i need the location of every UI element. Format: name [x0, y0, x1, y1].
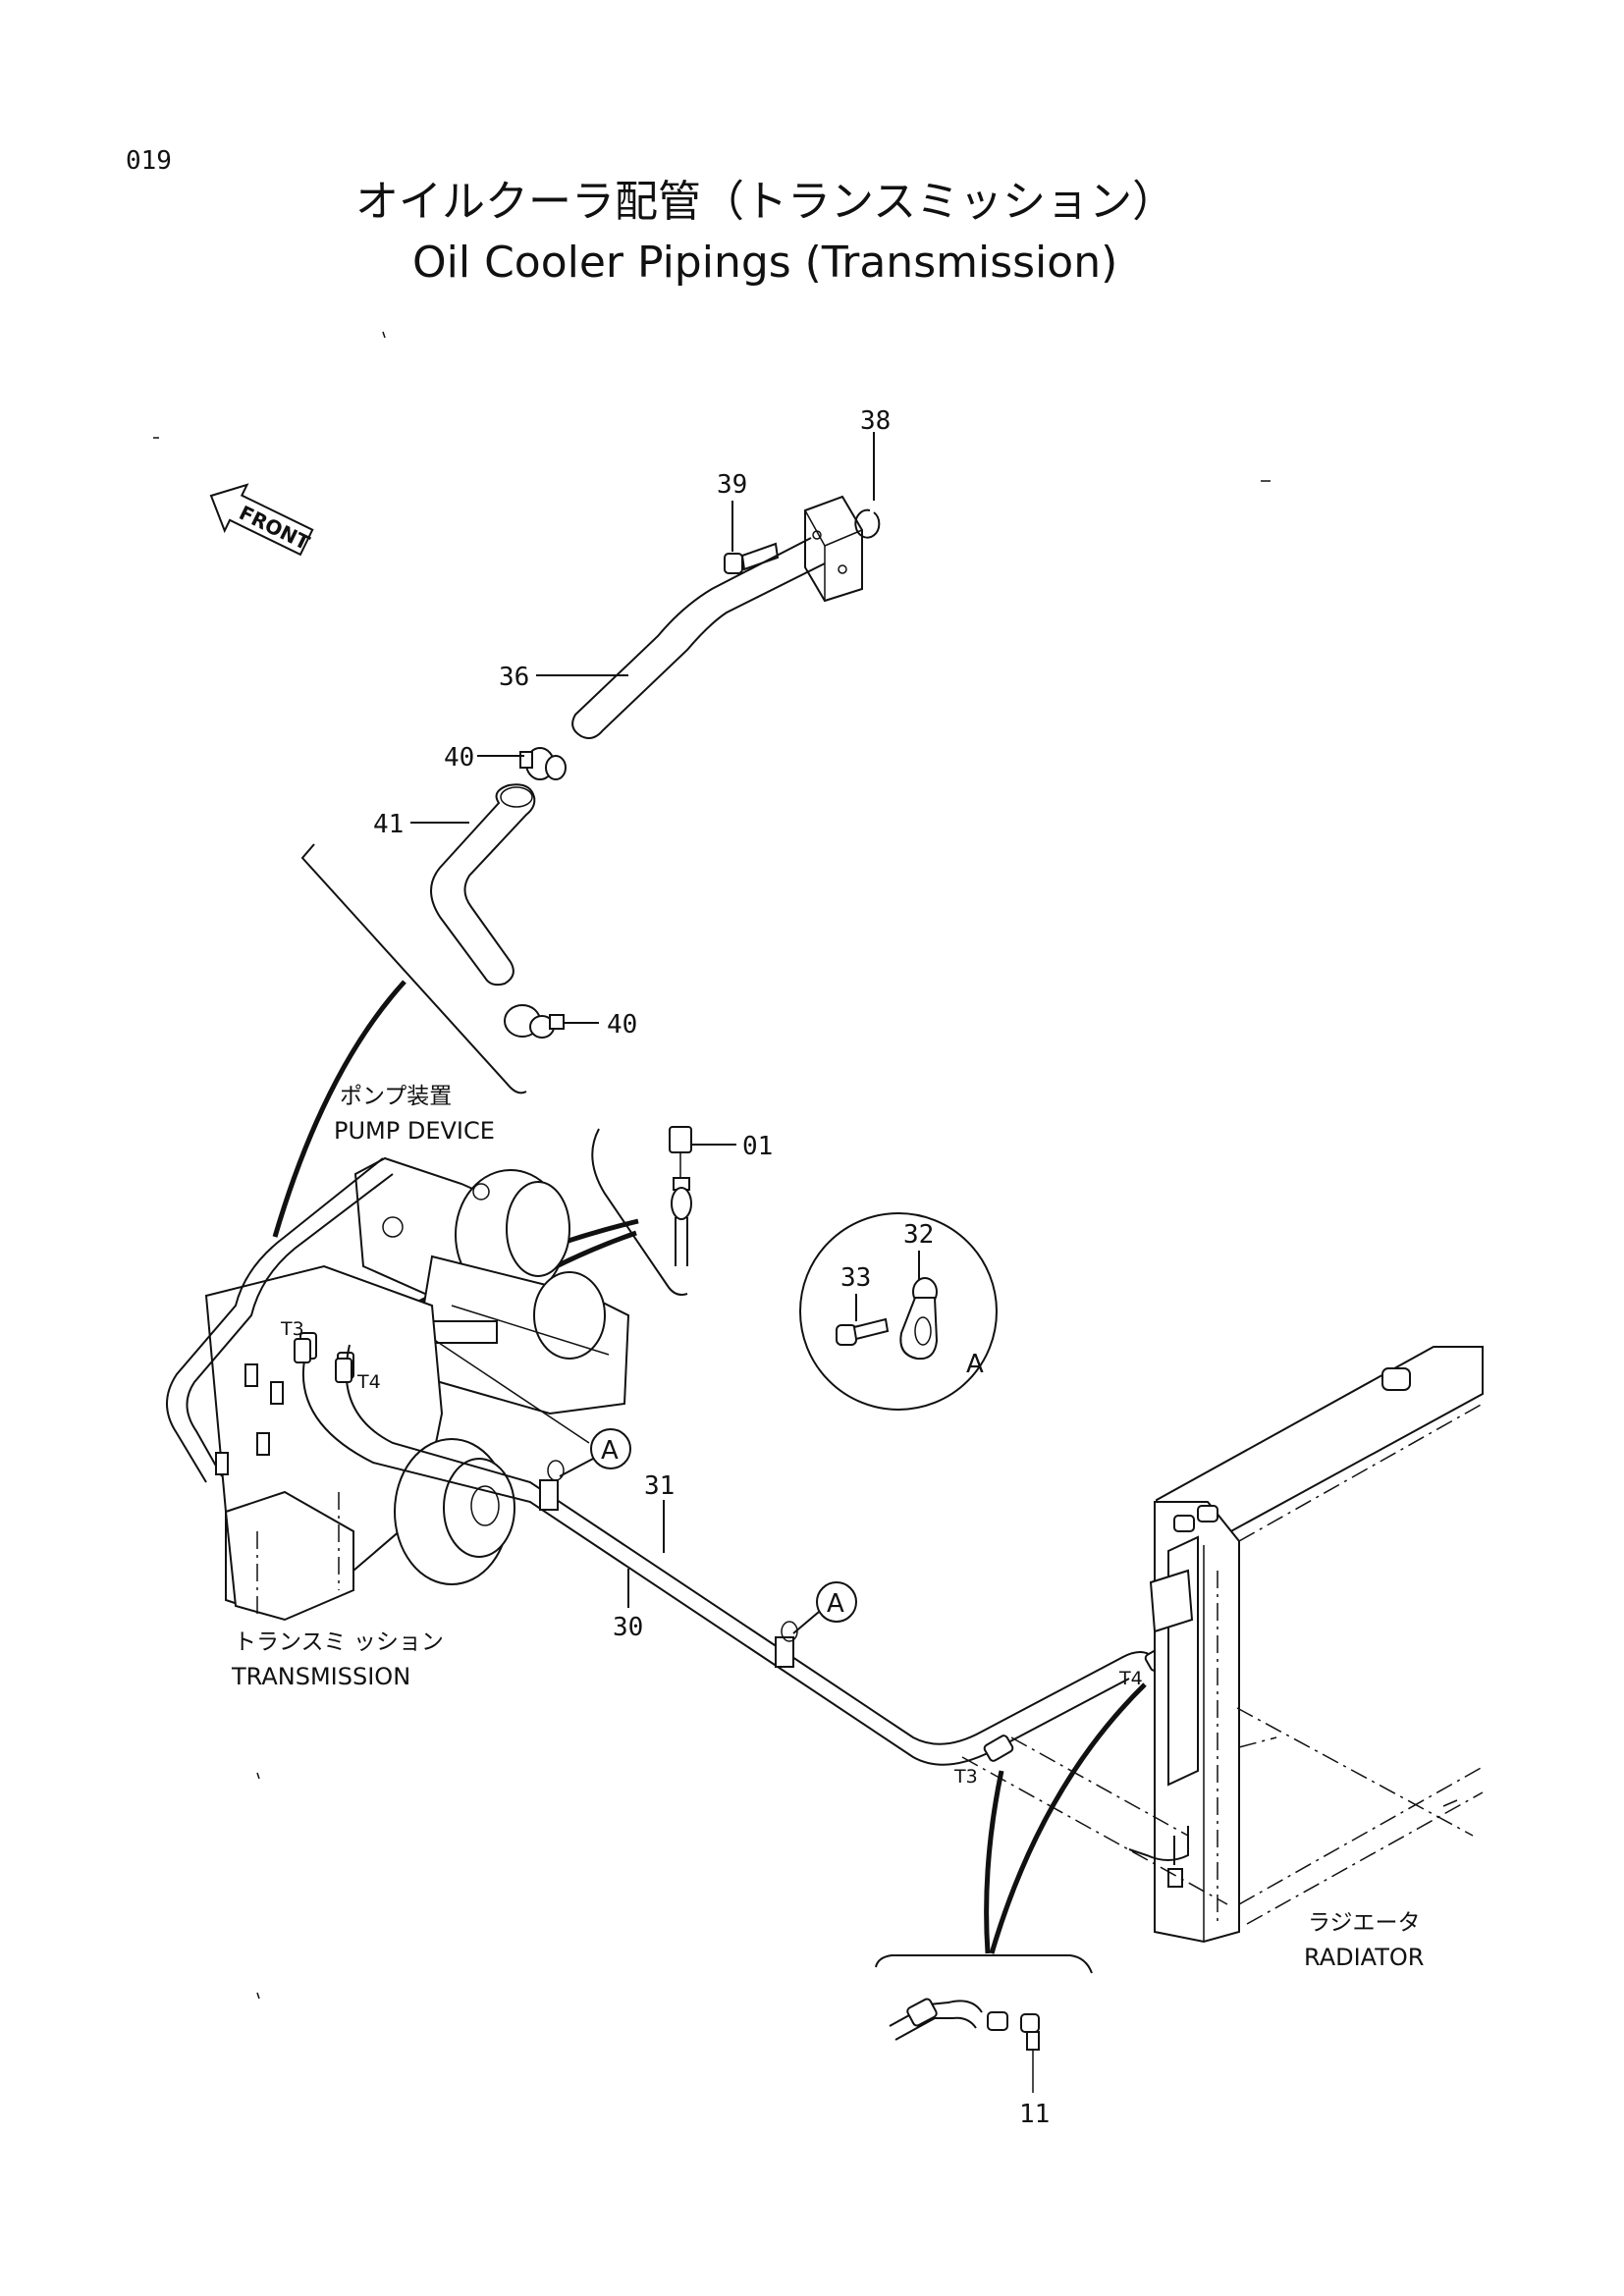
detail-marker-a: A	[559, 1428, 631, 1477]
page-number: 019	[126, 146, 172, 176]
transmission-label-en: TRANSMISSION	[231, 1663, 410, 1690]
pump-transmission-assembly	[166, 980, 639, 1622]
callout-41: 41	[373, 810, 404, 839]
callout-40-upper: 40	[444, 743, 474, 773]
hose-clamp-icon	[519, 747, 567, 780]
radiator-label-ja: ラジエータ	[1308, 1910, 1421, 1936]
upper-pipe-assembly	[300, 495, 881, 1095]
line-clamp-icon	[775, 1621, 798, 1668]
detail-marker-a: A	[792, 1581, 857, 1634]
cooler-lines	[294, 1338, 1175, 1766]
o-ring-icon	[854, 508, 881, 539]
hose-clamp-icon	[504, 1004, 565, 1039]
transmission-body	[204, 1264, 515, 1622]
callout-01: 01	[742, 1132, 773, 1161]
title-english: Oil Cooler Pipings (Transmission)	[412, 238, 1117, 288]
callout-39: 39	[717, 470, 747, 500]
t3-fitting	[983, 1735, 1014, 1762]
fitting-detail-01	[591, 1126, 692, 1296]
line-30	[301, 1360, 1130, 1766]
bolt-icon	[724, 542, 780, 574]
line-clamp-icon	[539, 1460, 565, 1511]
callout-11: 11	[1019, 2100, 1050, 2129]
radiator-label-en: RADIATOR	[1304, 1944, 1424, 1971]
detail-circle-label-a: A	[966, 1350, 984, 1379]
callouts: 38 39 36 40 41 40 01 32 33 31 30 11	[373, 406, 1050, 2129]
svg-text:A: A	[827, 1589, 844, 1619]
port-t3-right: T3	[953, 1766, 978, 1788]
callout-33: 33	[840, 1263, 871, 1293]
clamp-detail-a	[799, 1212, 998, 1411]
pipe-flange	[804, 495, 863, 603]
port-t3-left: T3	[280, 1318, 304, 1340]
transmission-label-ja: トランスミ ッション	[234, 1629, 444, 1655]
front-arrow-icon: FRONT	[209, 483, 314, 557]
pump-device-body	[323, 1156, 630, 1444]
line-31	[345, 1344, 1156, 1745]
callout-40-lower: 40	[607, 1010, 637, 1040]
pump-device-label-ja: ポンプ装置	[340, 1084, 452, 1109]
callout-32: 32	[903, 1220, 934, 1250]
callout-30: 30	[613, 1613, 643, 1642]
fitting-detail-11	[875, 1682, 1147, 2093]
pipe-36	[571, 537, 826, 739]
radiator	[961, 1346, 1484, 1944]
callout-38: 38	[860, 406, 891, 436]
port-t4-right: T4	[1118, 1668, 1143, 1689]
port-t4-left: T4	[356, 1371, 381, 1393]
title-japanese: オイルクーラ配管（トランスミッション）	[355, 177, 1175, 227]
callout-36: 36	[499, 663, 529, 692]
hose-41	[430, 783, 536, 987]
callout-31: 31	[644, 1471, 675, 1501]
pump-device-label-en: PUMP DEVICE	[334, 1117, 495, 1145]
svg-text:A: A	[601, 1436, 619, 1466]
